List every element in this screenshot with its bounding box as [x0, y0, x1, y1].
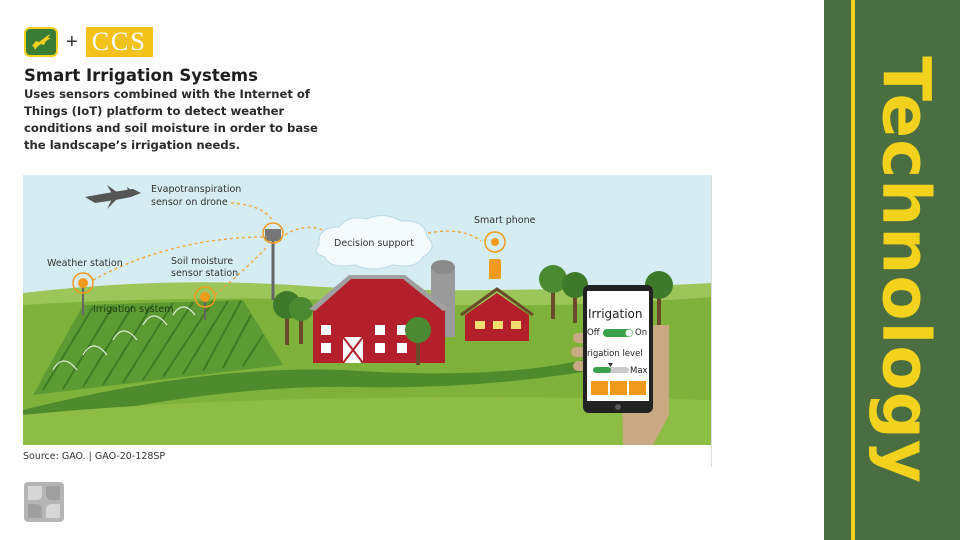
tree-icon [405, 317, 431, 365]
label-evapo-1: Evapotranspiration [151, 184, 242, 195]
side-banner [824, 0, 960, 540]
smart-phone-small-icon [484, 231, 506, 279]
phone-max-label: Max [630, 366, 648, 376]
label-smart-phone: Smart phone [474, 215, 536, 226]
plus-sign: + [66, 30, 78, 53]
label-irrigation-system: Irrigation system [93, 304, 174, 315]
page-title: Smart Irrigation Systems [24, 66, 258, 85]
irrigation-infographic: Evapotranspiration sensor on drone Weath… [23, 175, 712, 445]
label-soil-2: sensor station [171, 268, 239, 279]
page-description: Uses sensors combined with the Internet … [24, 87, 318, 152]
decision-support-cloud [315, 215, 433, 270]
label-soil-1: Soil moisture [171, 256, 234, 267]
phone-title: Irrigation [588, 307, 643, 321]
source-caption: Source: GAO. | GAO-20-128SP [23, 451, 166, 462]
phone-off-label: Off [587, 328, 600, 338]
barn-icon [309, 275, 449, 364]
smartphone-app [583, 285, 653, 413]
banner-title: Technology [867, 56, 945, 484]
logo-row: + CCS [24, 26, 153, 58]
label-evapo-2: sensor on drone [151, 197, 228, 208]
label-weather-station: Weather station [47, 258, 123, 269]
weather-station-icon [72, 272, 94, 315]
label-decision-support: Decision support [334, 238, 414, 249]
tree-icon [273, 291, 313, 345]
cell-tower-icon [262, 222, 284, 300]
brand-tile-logo-icon [24, 482, 64, 522]
divider [711, 175, 712, 467]
deer-logo-icon [24, 27, 58, 57]
banner-stripe [851, 0, 855, 540]
crop-field [33, 300, 283, 395]
drone-icon [85, 185, 141, 209]
soil-sensor-icon [194, 286, 216, 320]
phone-on-label: On [635, 328, 648, 338]
phone-level-label: rigation level [587, 349, 643, 359]
ccs-logo: CCS [85, 27, 153, 57]
farmhouse-icon [460, 287, 534, 341]
